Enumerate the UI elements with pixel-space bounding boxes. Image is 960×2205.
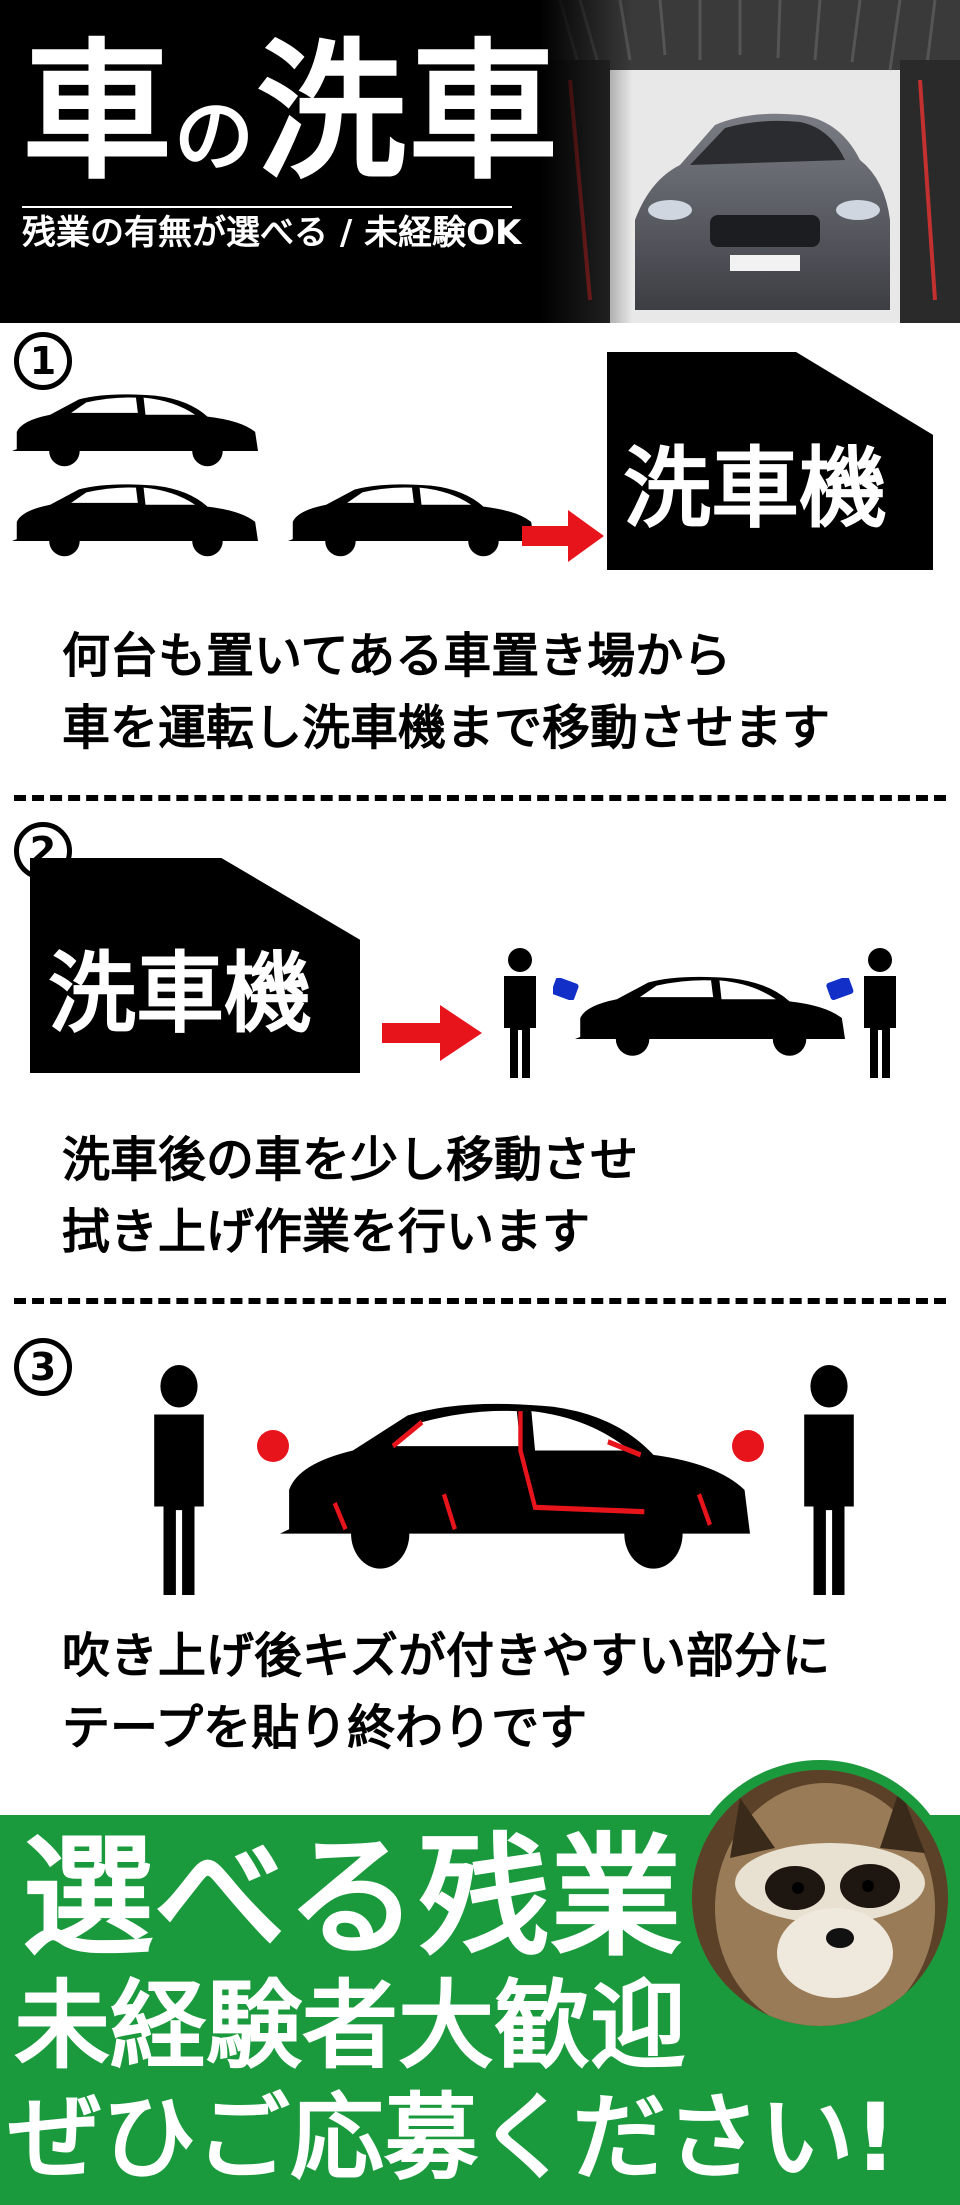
arrow-right-icon xyxy=(522,510,604,562)
section-divider xyxy=(14,1298,946,1304)
step-number-1: 1 xyxy=(14,332,72,390)
step-number-3: 3 xyxy=(14,1338,72,1396)
car-silhouette-icon xyxy=(280,1403,750,1569)
tape-roll-icon xyxy=(732,1430,764,1462)
car-wash-machine-label: 洗車機 xyxy=(48,942,313,1045)
raccoon-photo xyxy=(682,1760,958,2036)
car-wash-photo xyxy=(540,0,960,323)
car-silhouette-icon xyxy=(12,394,258,467)
person-icon xyxy=(154,1365,204,1595)
banner-line-2: 未経験者大歓迎 xyxy=(14,1970,686,2082)
section-divider xyxy=(14,795,946,801)
car-silhouette-icon xyxy=(12,484,258,557)
person-icon xyxy=(864,948,896,1078)
step-3-text-line-1: 吹き上げ後キズが付きやすい部分に xyxy=(62,1628,831,1684)
step-2-text-line-2: 拭き上げ作業を行います xyxy=(62,1204,591,1260)
step-3-text-line-2: テープを貼り終わりです xyxy=(62,1700,588,1756)
title-divider xyxy=(22,206,512,208)
tape-roll-icon xyxy=(257,1430,289,1462)
banner-line-3: ぜひご応募ください! xyxy=(8,2084,897,2193)
banner-line-1: 選べる残業 xyxy=(22,1821,682,1975)
car-silhouette-icon xyxy=(575,976,845,1056)
page-title: 車の洗車 xyxy=(22,26,561,200)
step-2-text-line-1: 洗車後の車を少し移動させ xyxy=(62,1132,639,1188)
person-icon xyxy=(504,948,536,1078)
header-banner: 車の洗車 残業の有無が選べる / 未経験OK xyxy=(0,0,960,323)
towel-icon xyxy=(826,978,854,1000)
arrow-right-icon xyxy=(382,1005,482,1061)
car-silhouette-icon xyxy=(288,484,534,557)
person-icon xyxy=(804,1365,854,1595)
car-wash-machine-label: 洗車機 xyxy=(623,437,888,540)
towel-icon xyxy=(553,978,579,1000)
step-1-text-line-1: 何台も置いてある車置き場から xyxy=(62,628,732,684)
page-subtitle: 残業の有無が選べる / 未経験OK xyxy=(22,213,522,253)
step-1-text-line-2: 車を運転し洗車機まで移動させます xyxy=(62,700,831,756)
